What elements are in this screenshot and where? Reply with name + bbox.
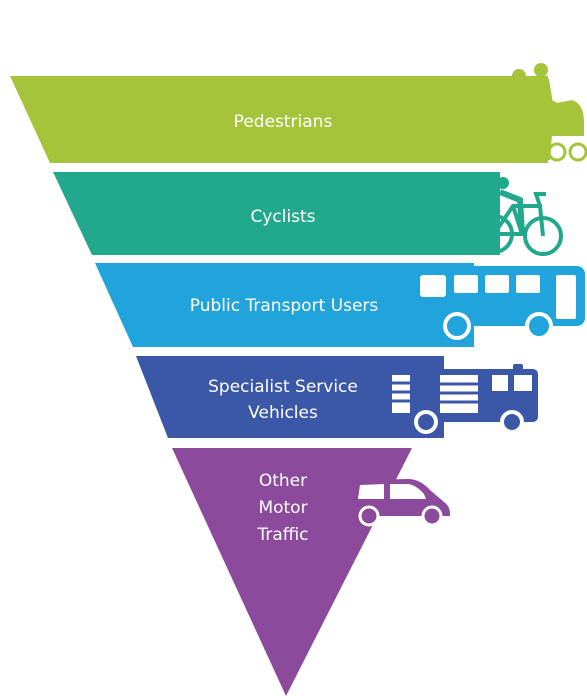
- tier-band: [10, 76, 548, 163]
- tier-pedestrians: Pedestrians: [10, 63, 587, 163]
- tier-other-motor-traffic: Other Motor Traffic: [172, 448, 450, 696]
- bus-icon: [412, 266, 585, 340]
- tier-band: [53, 172, 500, 255]
- tier-label: Pedestrians: [234, 112, 333, 132]
- tier-cyclists: Cyclists: [53, 172, 563, 256]
- tier-band: [136, 356, 444, 438]
- tier-label: Cyclists: [250, 207, 315, 227]
- tier-public-transport-users: Public Transport Users: [95, 263, 585, 347]
- car-icon: [350, 479, 450, 527]
- service-vehicle-icon: [386, 364, 538, 434]
- tier-label: Motor: [258, 498, 307, 518]
- tier-specialist-service-vehicles: Specialist Service Vehicles: [136, 356, 538, 438]
- tier-label: Specialist Service: [208, 377, 358, 397]
- tier-label: Other: [259, 471, 307, 491]
- tier-label: Vehicles: [248, 403, 318, 423]
- tier-label: Public Transport Users: [190, 296, 379, 316]
- pedestrians-icon: [496, 63, 587, 162]
- tier-label: Traffic: [256, 525, 308, 545]
- tier-band: [95, 263, 474, 347]
- cyclist-icon: [474, 177, 563, 256]
